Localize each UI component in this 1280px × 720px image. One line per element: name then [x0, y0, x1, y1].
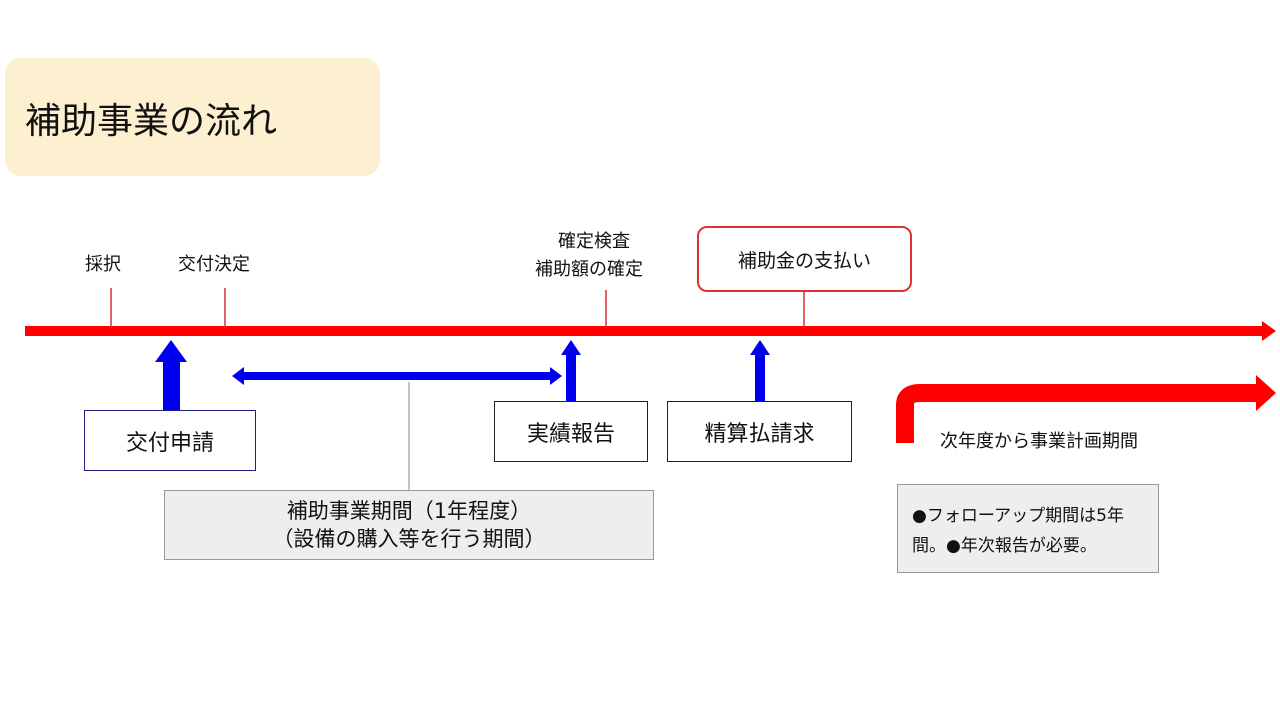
title-box	[5, 58, 380, 176]
curved-arrow-icon	[896, 375, 1276, 443]
milestone-shiharai: 補助金の支払い	[697, 226, 912, 292]
double-arrow-icon	[232, 367, 562, 385]
arrow-up-icon	[155, 340, 187, 410]
arrow-up-icon	[561, 340, 581, 401]
timeline-arrowhead	[1262, 321, 1276, 341]
action-seisan-seikyu: 精算払請求	[667, 401, 852, 462]
followup-note: ●フォローアップ期間は5年間。●年次報告が必要。	[897, 484, 1159, 573]
milestone-saitaku: 採択	[85, 254, 121, 275]
milestone-kakutei-kensa: 確定検査	[558, 231, 630, 252]
period-box: 補助事業期間（1年程度） （設備の購入等を行う期間）	[164, 490, 654, 560]
timeline-bar	[25, 326, 1265, 336]
action-jisseki-hokoku: 実績報告	[494, 401, 648, 462]
milestone-kofu-kettei: 交付決定	[178, 254, 250, 275]
arrow-up-icon	[750, 340, 770, 401]
period-line1: 補助事業期間（1年程度）	[286, 499, 532, 523]
milestone-hojogaku-kakutei: 補助額の確定	[535, 259, 643, 280]
next-year-label: 次年度から事業計画期間	[940, 431, 1138, 452]
page-title: 補助事業の流れ	[25, 101, 278, 142]
period-line2: （設備の購入等を行う期間）	[272, 527, 546, 551]
action-kofu-shinsei: 交付申請	[84, 410, 256, 471]
